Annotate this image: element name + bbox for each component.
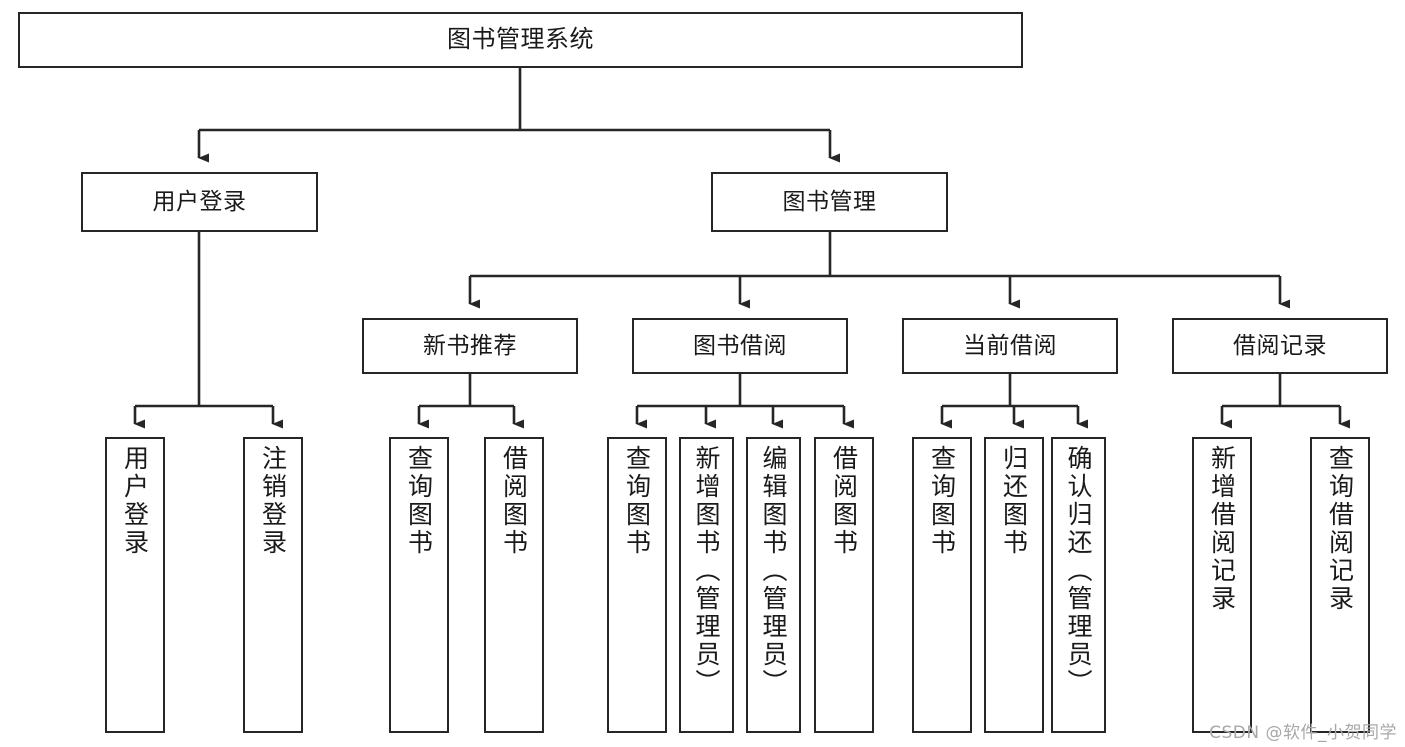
- node-book-management[interactable]: 图书管理: [711, 172, 948, 232]
- node-leaf-borrow-book-2-label: 借阅图书: [829, 445, 859, 557]
- node-current-borrow[interactable]: 当前借阅: [902, 318, 1118, 374]
- node-leaf-user-login-label: 用户登录: [120, 445, 150, 557]
- node-current-borrow-label: 当前借阅: [963, 332, 1057, 359]
- node-leaf-borrow-book-1-label: 借阅图书: [499, 445, 529, 557]
- node-leaf-user-logout[interactable]: 注销登录: [243, 437, 303, 733]
- node-leaf-query-book-2-label: 查询图书: [622, 445, 652, 557]
- node-leaf-add-borrow-record[interactable]: 新增借阅记录: [1192, 437, 1252, 733]
- node-new-book-recommend-label: 新书推荐: [423, 332, 517, 359]
- node-leaf-confirm-return-admin[interactable]: 确认归还（管理员）: [1051, 437, 1106, 733]
- node-root-label: 图书管理系统: [447, 25, 594, 54]
- node-leaf-return-book[interactable]: 归还图书: [984, 437, 1044, 733]
- node-leaf-edit-book-admin[interactable]: 编辑图书（管理员）: [746, 437, 801, 733]
- node-leaf-add-borrow-record-label: 新增借阅记录: [1207, 445, 1237, 613]
- node-leaf-query-book-1[interactable]: 查询图书: [389, 437, 449, 733]
- node-leaf-query-borrow-record[interactable]: 查询借阅记录: [1310, 437, 1370, 733]
- node-user-login[interactable]: 用户登录: [81, 172, 318, 232]
- node-leaf-query-book-3-label: 查询图书: [927, 445, 957, 557]
- node-leaf-user-logout-label: 注销登录: [258, 445, 288, 557]
- node-root[interactable]: 图书管理系统: [18, 12, 1023, 68]
- node-leaf-borrow-book-2[interactable]: 借阅图书: [814, 437, 874, 733]
- node-user-login-label: 用户登录: [152, 188, 247, 215]
- node-leaf-confirm-return-admin-label: 确认归还（管理员）: [1064, 445, 1093, 697]
- node-new-book-recommend[interactable]: 新书推荐: [362, 318, 578, 374]
- node-borrow-record[interactable]: 借阅记录: [1172, 318, 1388, 374]
- node-leaf-query-book-1-label: 查询图书: [404, 445, 434, 557]
- node-book-management-label: 图书管理: [782, 188, 877, 215]
- node-leaf-query-borrow-record-label: 查询借阅记录: [1325, 445, 1355, 613]
- node-leaf-add-book-admin-label: 新增图书（管理员）: [692, 445, 721, 697]
- node-book-borrow-label: 图书借阅: [693, 332, 787, 359]
- node-leaf-query-book-3[interactable]: 查询图书: [912, 437, 972, 733]
- node-leaf-edit-book-admin-label: 编辑图书（管理员）: [759, 445, 788, 697]
- node-borrow-record-label: 借阅记录: [1233, 332, 1327, 359]
- node-leaf-add-book-admin[interactable]: 新增图书（管理员）: [679, 437, 734, 733]
- node-leaf-query-book-2[interactable]: 查询图书: [607, 437, 667, 733]
- node-leaf-borrow-book-1[interactable]: 借阅图书: [484, 437, 544, 733]
- node-leaf-user-login[interactable]: 用户登录: [105, 437, 165, 733]
- node-book-borrow[interactable]: 图书借阅: [632, 318, 848, 374]
- node-leaf-return-book-label: 归还图书: [999, 445, 1029, 557]
- csdn-watermark: CSDN @软件_小贺同学: [1209, 723, 1397, 743]
